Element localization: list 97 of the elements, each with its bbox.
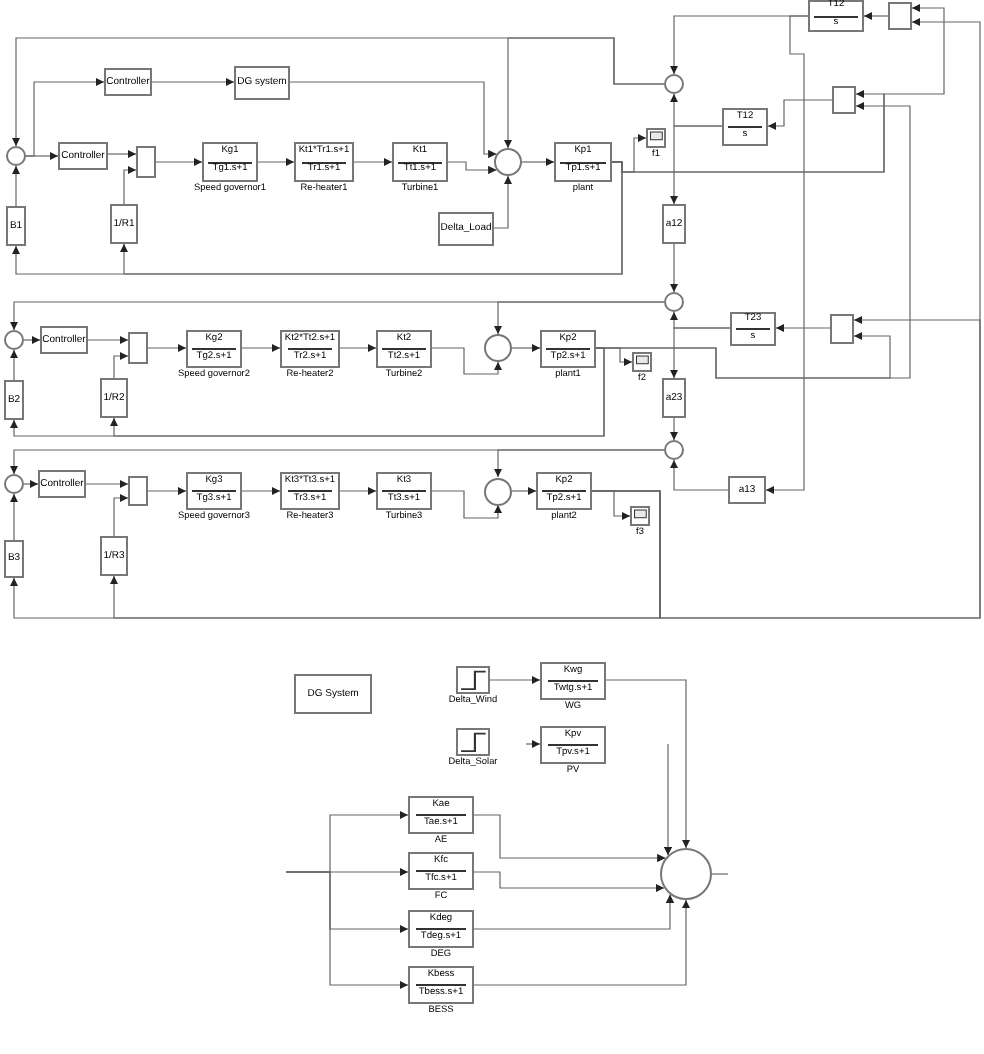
transfer-function-block	[376, 330, 432, 368]
signal-arrow	[489, 675, 541, 685]
signal-arrow	[511, 343, 541, 353]
signal-arrow	[431, 347, 503, 375]
signal-arrow	[339, 343, 377, 353]
signal-arrow	[257, 157, 295, 167]
sum-block	[888, 2, 912, 30]
sum-block	[128, 332, 148, 364]
signal-arrow	[9, 493, 19, 541]
signal-arrow	[473, 871, 665, 893]
transfer-function-block	[536, 472, 592, 510]
signal-arrow	[113, 493, 129, 537]
signal-arrow	[23, 479, 39, 489]
sum-junction	[484, 334, 512, 362]
sum-junction	[664, 74, 684, 94]
signal-arrow	[87, 335, 129, 345]
signal-arrow	[241, 343, 281, 353]
transfer-function-block	[408, 852, 474, 890]
signal-arrow	[123, 165, 137, 205]
sum-junction	[494, 148, 522, 176]
sum-junction	[660, 848, 712, 900]
sum-block	[832, 86, 856, 114]
signal-arrow	[669, 327, 731, 379]
signal-arrow	[511, 486, 537, 496]
signal-arrow	[863, 11, 889, 21]
signal-arrow	[151, 77, 235, 87]
sum-block	[830, 314, 854, 344]
signal-arrow	[605, 679, 691, 849]
sum-junction	[6, 146, 26, 166]
signal-arrow	[521, 157, 555, 167]
signal-arrow	[663, 743, 673, 856]
scope-icon	[632, 352, 652, 372]
scope-icon	[646, 128, 666, 148]
step-source-icon	[456, 666, 490, 694]
transfer-function-block	[554, 142, 612, 182]
signal-arrow	[473, 814, 667, 863]
signal-arrow	[11, 165, 21, 207]
signal-arrow	[525, 739, 541, 749]
integrator-block	[722, 108, 768, 146]
signal-arrow	[493, 301, 665, 335]
signal-arrow	[595, 331, 891, 379]
sum-junction	[4, 474, 24, 494]
signal-arrow	[669, 459, 729, 491]
step-source-icon	[456, 728, 490, 756]
signal-arrow	[285, 871, 409, 990]
transfer-function-block	[392, 142, 448, 182]
signal-arrow	[493, 449, 665, 478]
transfer-function-block	[280, 472, 340, 510]
sum-junction	[664, 292, 684, 312]
transfer-function-block	[540, 662, 606, 700]
signal-arrow	[669, 125, 723, 205]
signal-arrow	[669, 243, 679, 293]
signal-arrow	[107, 149, 137, 159]
signal-arrow	[147, 343, 187, 353]
transfer-function-block	[186, 330, 242, 368]
signal-arrow	[353, 157, 393, 167]
transfer-function-block	[540, 726, 606, 764]
signal-arrow	[25, 77, 105, 157]
scope-icon	[630, 506, 650, 526]
signal-arrow	[669, 417, 679, 441]
signal-arrow	[289, 81, 498, 159]
signal-line	[711, 873, 729, 875]
signal-arrow	[109, 347, 605, 437]
transfer-function-block	[280, 330, 340, 368]
signal-arrow	[23, 335, 41, 345]
signal-arrow	[155, 157, 203, 167]
sum-junction	[664, 440, 684, 460]
signal-arrow	[473, 899, 691, 986]
signal-arrow	[473, 893, 675, 930]
transfer-function-block	[202, 142, 258, 182]
transfer-function-block	[186, 472, 242, 510]
signal-arrow	[503, 37, 665, 149]
signal-arrow	[9, 349, 19, 381]
signal-arrow	[339, 486, 377, 496]
sum-block	[136, 146, 156, 178]
sum-junction	[4, 330, 24, 350]
sum-block	[128, 476, 148, 506]
transfer-function-block	[294, 142, 354, 182]
integrator-block	[808, 0, 864, 32]
signal-arrow	[147, 486, 187, 496]
signal-arrow	[765, 15, 809, 495]
signal-arrow	[241, 486, 281, 496]
signal-arrow	[493, 175, 513, 229]
transfer-function-block	[408, 910, 474, 948]
transfer-function-block	[408, 966, 474, 1004]
signal-arrow	[775, 323, 831, 333]
signal-arrow	[113, 351, 129, 379]
signal-arrow	[767, 99, 833, 131]
integrator-block	[730, 312, 776, 346]
signal-arrow	[85, 479, 129, 489]
signal-arrow	[611, 3, 945, 173]
transfer-function-block	[376, 472, 432, 510]
transfer-function-block	[408, 796, 474, 834]
transfer-function-block	[540, 330, 596, 368]
signal-arrow	[431, 490, 503, 519]
signal-arrow	[447, 161, 498, 175]
sum-junction	[484, 477, 512, 505]
